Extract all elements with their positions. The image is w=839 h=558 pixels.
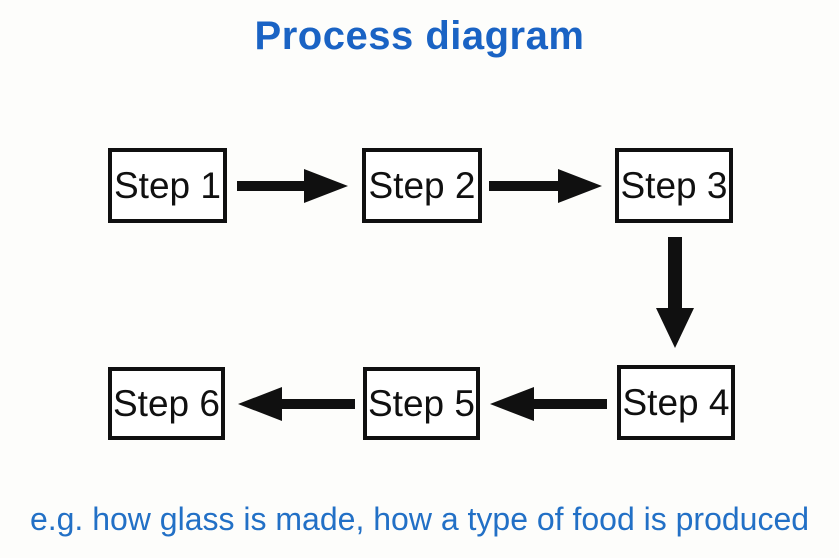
step-box-4: Step 4 bbox=[617, 365, 735, 440]
step-label-5: Step 5 bbox=[368, 382, 475, 424]
step-label-1: Step 1 bbox=[114, 164, 221, 206]
step-box-1: Step 1 bbox=[108, 148, 227, 223]
step-box-3: Step 3 bbox=[615, 148, 733, 223]
step-box-5: Step 5 bbox=[363, 367, 480, 440]
step-label-3: Step 3 bbox=[620, 164, 728, 206]
arrow-step5-to-step6 bbox=[238, 387, 355, 421]
caption-text: e.g. how glass is made, how a type of fo… bbox=[29, 501, 810, 537]
step-box-6: Step 6 bbox=[108, 367, 225, 440]
step-label-4: Step 4 bbox=[622, 381, 730, 423]
page-title: Process diagram bbox=[254, 14, 585, 58]
step-label-2: Step 2 bbox=[368, 164, 476, 206]
arrow-step2-to-step3 bbox=[489, 169, 602, 203]
step-box-2: Step 2 bbox=[362, 148, 482, 223]
arrow-step4-to-step5 bbox=[490, 387, 607, 421]
arrow-step3-to-step4 bbox=[656, 237, 694, 348]
step-label-6: Step 6 bbox=[113, 382, 220, 424]
arrow-step1-to-step2 bbox=[237, 169, 348, 203]
